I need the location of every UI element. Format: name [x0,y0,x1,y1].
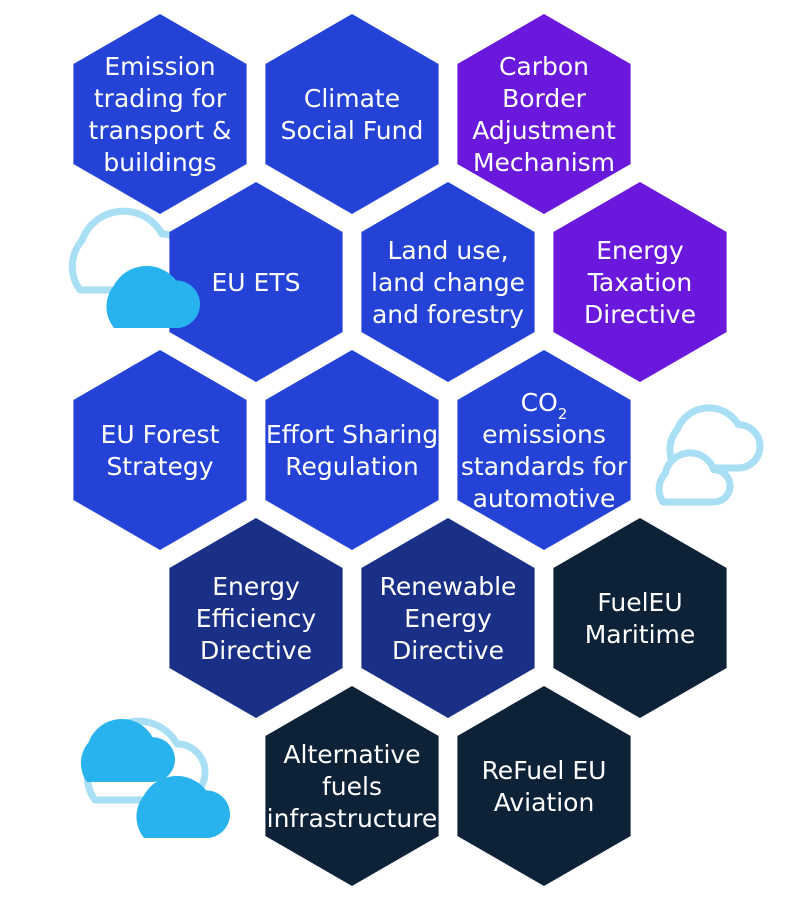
hex-shape [457,14,631,214]
hex-label-line: trading for [94,84,227,113]
hex-label-line: Maritime [585,620,696,649]
hex-label-line: Renewable [380,572,517,601]
hex-shape [73,14,247,214]
hex-land-use-forestry: Land use, land change and forestry [361,182,535,382]
hex-label-line: Alternative [283,740,420,769]
hex-label-line: Emission [104,52,215,81]
hex-label-line: Carbon [499,52,589,81]
hex-label-line: and forestry [372,300,524,329]
hex-fueleu-maritime: FuelEU Maritime [553,518,727,718]
hex-label-line: Adjustment [472,116,616,145]
hex-refuel-eu-aviation: ReFuel EU Aviation [457,686,631,886]
cloud-outline-icon [655,449,734,506]
hex-shape [457,686,631,886]
hex-label-line: EU Forest [101,420,220,449]
hex-label-line: Energy [212,572,300,601]
subscript: 2 [558,405,568,423]
hex-eu-ets: EU ETS [169,182,343,382]
hex-alternative-fuels-infrastructure: Alternative fuels infrastructure [265,686,439,886]
hex-label-line: Directive [392,636,504,665]
hex-label-line: Social Fund [281,116,424,145]
hex-label-line: buildings [103,148,216,177]
hex-label-line: standards for [461,452,628,481]
hex-shape [361,518,535,718]
hex-label-line: Effort Sharing [266,420,438,449]
cloud-icon [106,265,200,328]
hex-label-line: Energy [404,604,492,633]
hex-label-line: Directive [200,636,312,665]
hex-label-line: FuelEU [597,588,682,617]
hex-label-line: Border [502,84,587,113]
hex-label-line: emissions [482,420,606,449]
clouds-front [80,265,764,838]
hex-label-line: Strategy [106,452,213,481]
hex-shape [265,686,439,886]
cloud-icon [80,718,176,783]
hex-shape [265,14,439,214]
hex-label-line: transport & [89,116,232,145]
hex-shape [553,518,727,718]
hex-shape [265,350,439,550]
hex-label-line: Climate [304,84,400,113]
hexagon-grid: Emission trading for transport & buildings C… [73,14,727,886]
hex-label-line: Energy [596,236,684,265]
hex-label-line: Taxation [587,268,692,297]
hex-shape [361,182,535,382]
hex-shape [553,182,727,382]
hex-label-line: Mechanism [473,148,615,177]
hex-label-line: Land use, [387,236,508,265]
hex-shape [73,350,247,550]
hex-label-line: Efficiency [196,604,317,633]
hex-shape [169,182,343,382]
hex-label-line: ReFuel EU [482,756,607,785]
hex-shape [457,350,631,550]
hex-label-line: fuels [322,772,382,801]
hex-label-line: infrastructure [267,804,438,833]
hex-label-line: land change [371,268,525,297]
hex-label-line: EU ETS [212,268,301,297]
hex-label-line: Regulation [285,452,419,481]
hex-label-line: Directive [584,300,696,329]
hex-label-line: automotive [473,484,616,513]
hex-label-line: Aviation [494,788,595,817]
cloud-icon [136,775,230,838]
hex-shape [169,518,343,718]
hex-emission-trading-transport-buildings: Emission trading for transport & buildings [73,14,247,214]
